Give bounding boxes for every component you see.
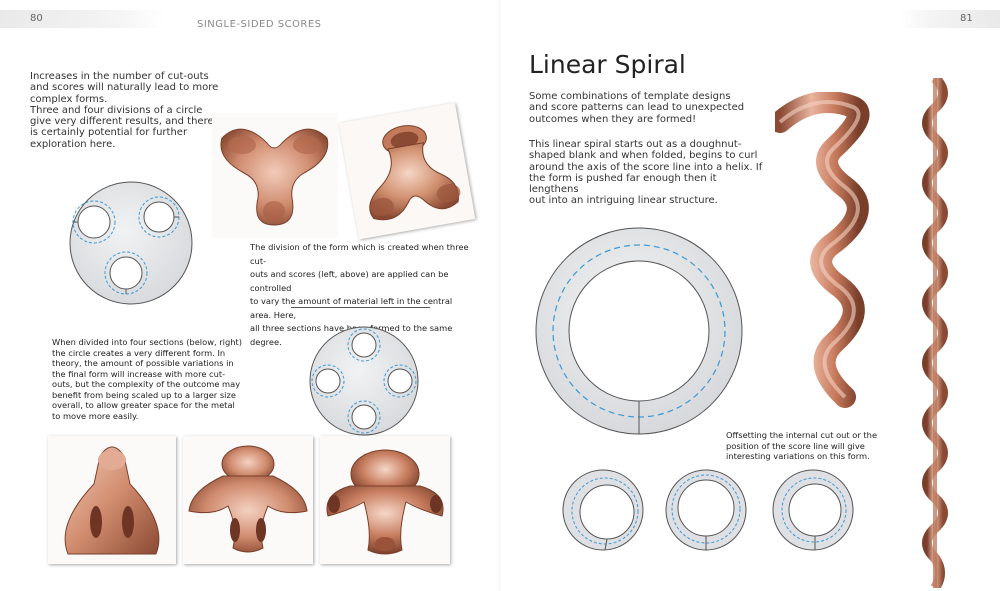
copper-four-lobe-photo-3 bbox=[320, 436, 450, 564]
left-page-number-bar bbox=[0, 10, 165, 28]
doughnut-variation-2 bbox=[664, 468, 748, 552]
copper-helix-short-photo bbox=[775, 92, 895, 412]
left-page-number: 80 bbox=[30, 13, 43, 24]
page-title: Linear Spiral bbox=[529, 50, 686, 79]
copper-four-lobe-photo-1 bbox=[48, 436, 176, 564]
doughnut-variation-1 bbox=[561, 468, 645, 552]
caption-four-sections: When divided into four sections (below, … bbox=[52, 337, 242, 421]
copper-three-lobe-photo-angled bbox=[338, 102, 476, 240]
caption-three-sections: The division of the form which is create… bbox=[250, 242, 469, 347]
doughnut-variation-3 bbox=[771, 468, 855, 552]
copper-four-lobe-photo-2 bbox=[183, 436, 313, 564]
caption-divider-rule bbox=[291, 307, 430, 308]
three-cutout-template-disc bbox=[68, 180, 194, 306]
copper-three-lobe-photo-top bbox=[212, 113, 338, 238]
running-head: SINGLE-SIDED SCORES bbox=[197, 19, 322, 30]
left-intro-text: Increases in the number of cut-outs and … bbox=[30, 71, 219, 150]
right-page-number-bar bbox=[900, 10, 1000, 28]
doughnut-template-large bbox=[533, 225, 745, 437]
four-cutout-template-disc bbox=[308, 325, 420, 437]
caption-offset-variations: Offsetting the internal cut out or the p… bbox=[726, 430, 878, 461]
intro-paragraph-1: Some combinations of template designs an… bbox=[529, 91, 745, 125]
intro-paragraph-2: This linear spiral starts out as a dough… bbox=[529, 139, 763, 207]
right-page-number: 81 bbox=[960, 13, 973, 24]
spine-gutter bbox=[499, 0, 501, 591]
copper-linear-spiral-photo bbox=[915, 78, 955, 588]
